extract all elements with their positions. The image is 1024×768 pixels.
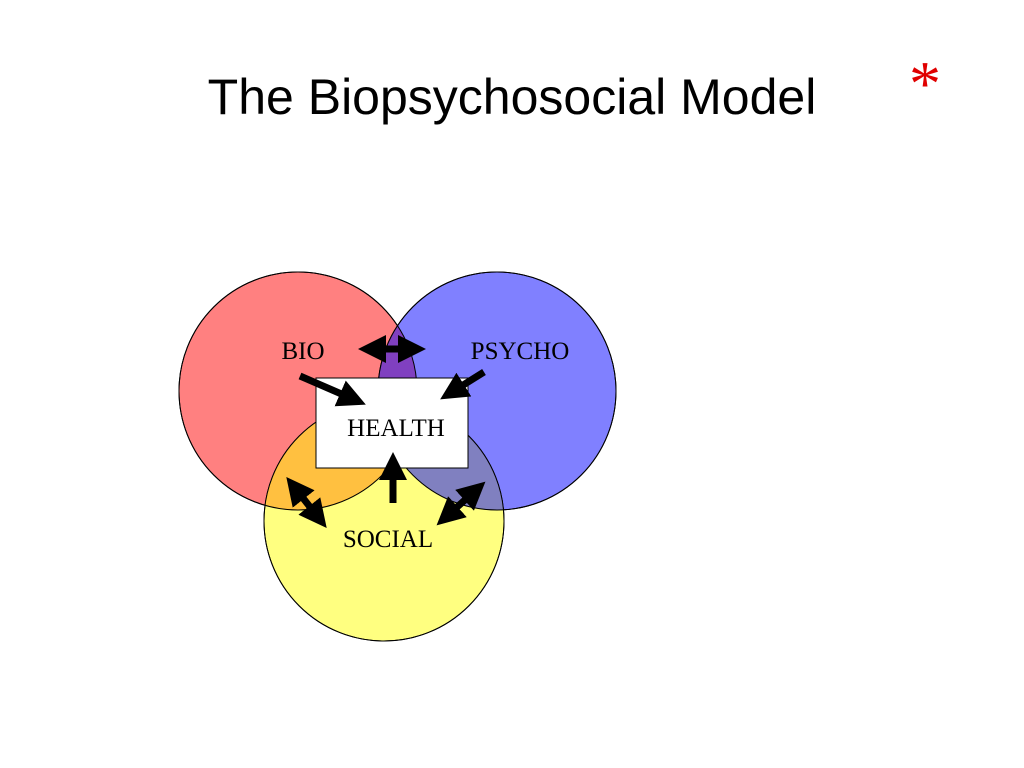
bio-health-arrow: [298, 372, 366, 407]
arrows: [286, 335, 486, 528]
slide-title: The Biopsychosocial Model: [207, 69, 817, 125]
social-label: SOCIAL: [343, 526, 433, 553]
bio-label: BIO: [281, 338, 324, 365]
health-label: HEALTH: [347, 415, 445, 442]
psycho-social-arrow: [436, 481, 486, 526]
psycho-label: PSYCHO: [471, 338, 570, 365]
asterisk-mark: *: [909, 48, 941, 119]
psycho-health-arrow: [440, 369, 486, 400]
bio-social-arrow: [286, 477, 327, 528]
